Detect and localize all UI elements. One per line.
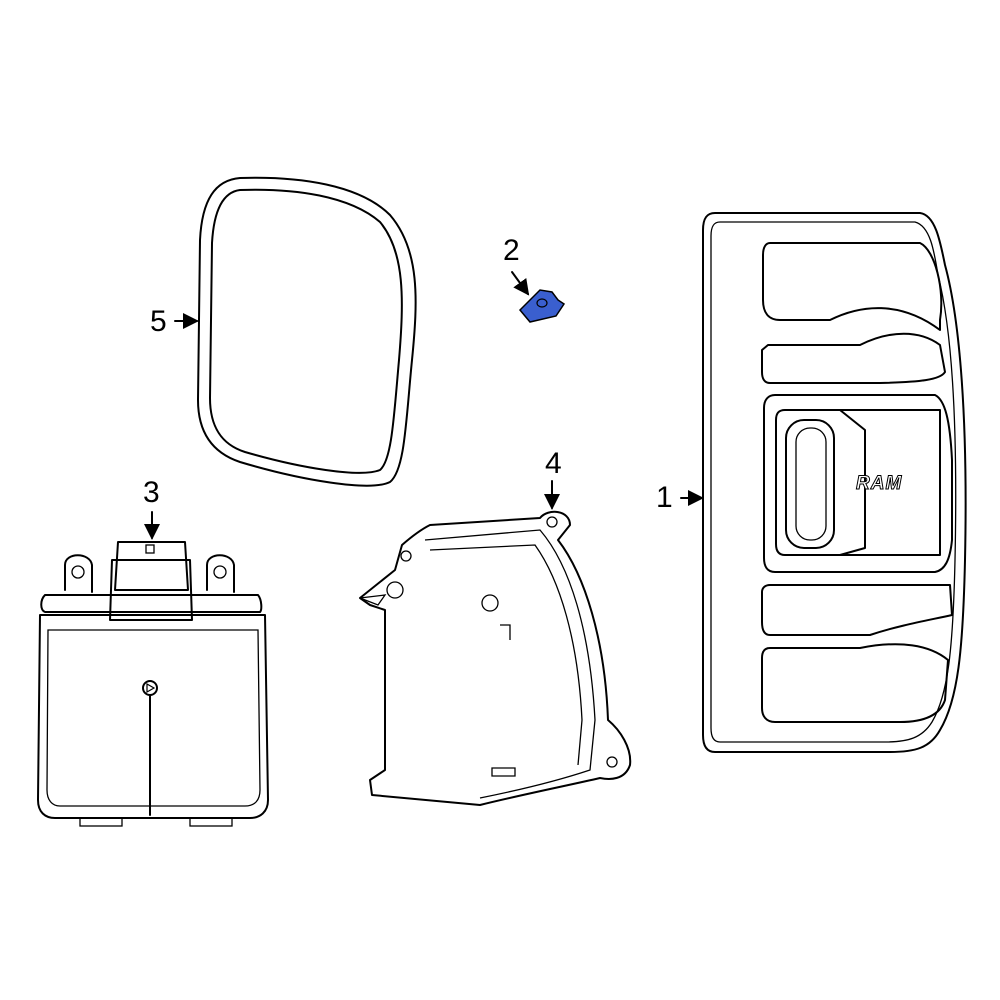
part-2-clip[interactable]	[511, 271, 566, 323]
part-4-housing[interactable]	[359, 480, 632, 806]
callout-1: 1	[656, 481, 673, 514]
ram-logo: RAM	[856, 473, 902, 494]
callout-5: 5	[150, 305, 167, 338]
callout-2: 2	[503, 234, 520, 267]
callout-3: 3	[143, 476, 160, 509]
part-1-tail-lamp[interactable]: RAM	[680, 212, 967, 753]
part-5-gasket[interactable]	[174, 176, 417, 487]
part-3-module[interactable]	[37, 511, 269, 827]
callout-4: 4	[545, 447, 562, 480]
